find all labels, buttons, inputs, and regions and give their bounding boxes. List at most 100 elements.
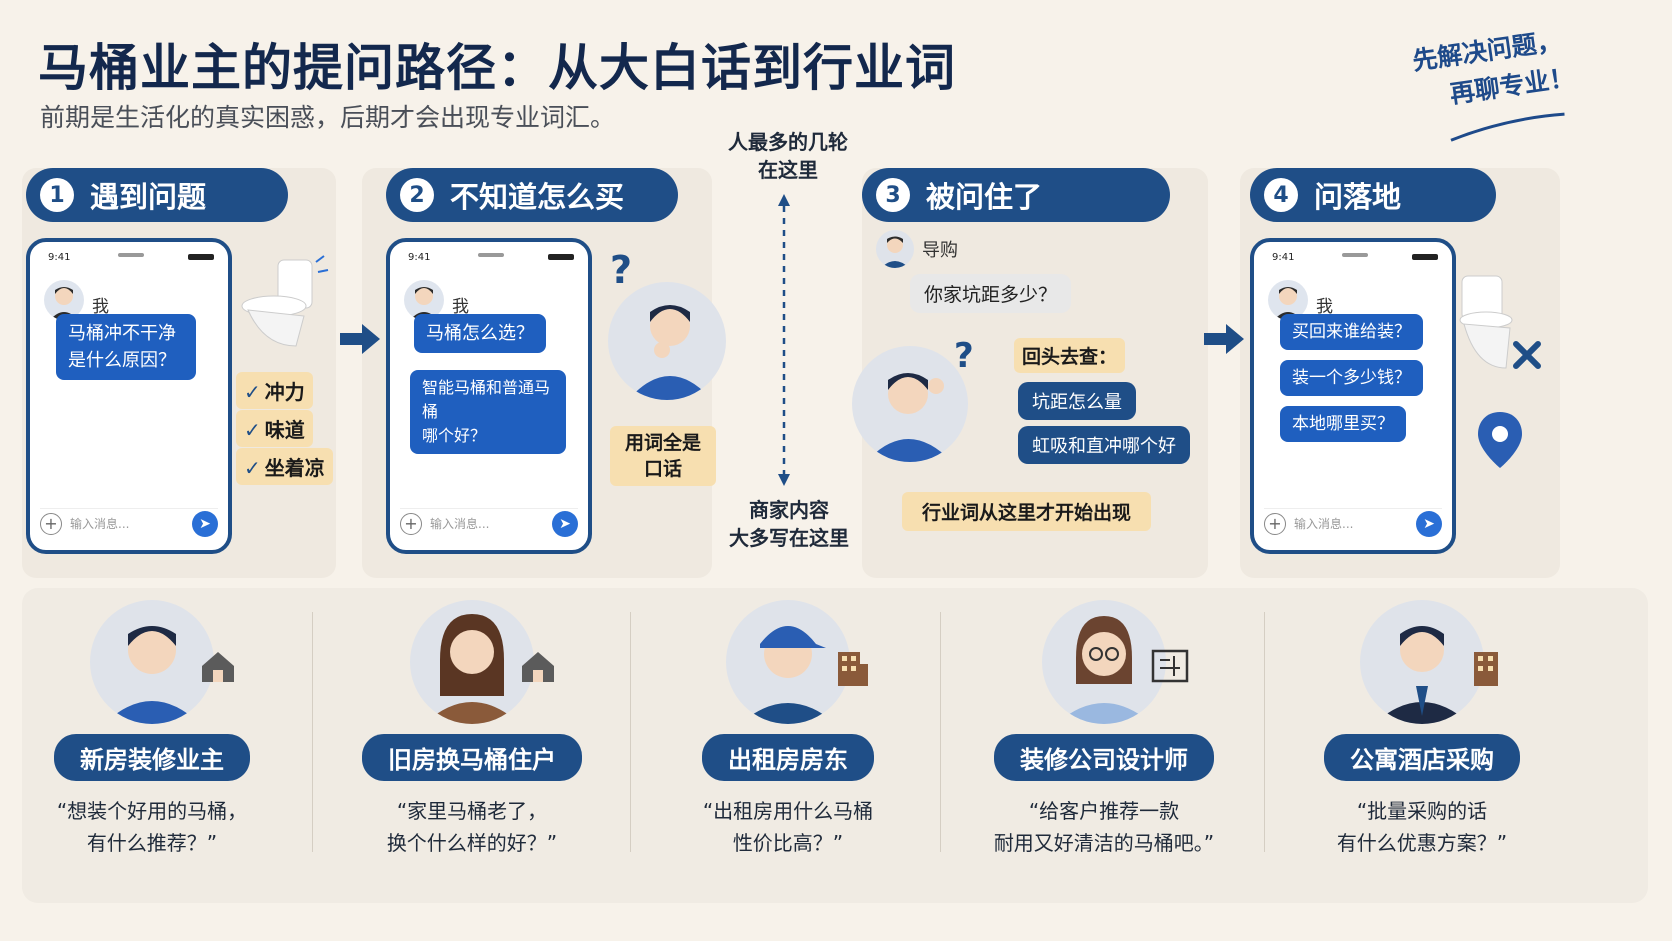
step2-question-bubble-2: 智能马桶和普通马桶 哪个好？	[410, 370, 566, 454]
check-icon: ✓	[244, 418, 261, 442]
persona-name: 新房装修业主	[54, 734, 250, 781]
persona-old-home-resident: 旧房换马桶住户 “家里马桶老了， 换个什么样的好？”	[322, 600, 622, 859]
question-mark-icon: ?	[610, 248, 633, 292]
send-icon[interactable]: ➤	[1416, 510, 1442, 537]
phone-time: 9:41	[48, 252, 71, 263]
building-icon	[838, 652, 868, 686]
persona-quote: “家里马桶老了， 换个什么样的好？”	[386, 799, 558, 855]
persona-quote: “给客户推荐一款 耐用又好清洁的马桶吧。”	[993, 799, 1215, 855]
step1-question-bubble: 马桶冲不干净 是什么原因？	[56, 314, 196, 380]
step4-question-bubble-2: 装一个多少钱？	[1280, 360, 1423, 396]
guide-name: 导购	[922, 240, 958, 261]
persona-name: 公寓酒店采购	[1324, 734, 1520, 781]
step4-label: 问落地	[1314, 180, 1402, 214]
divider	[940, 612, 941, 852]
page-title: 马桶业主的提问路径：从大白话到行业词	[38, 39, 956, 97]
step4-number: 4	[1264, 178, 1298, 212]
step1-tag-2: ✓味道	[236, 410, 313, 447]
step1-phone: 9:41 我 + 输入消息... ➤	[26, 238, 232, 554]
step2-label: 不知道怎么买	[450, 180, 625, 214]
step2-header: 2 不知道怎么买	[386, 168, 678, 222]
message-input-placeholder[interactable]: 输入消息...	[1294, 517, 1354, 531]
blueprint-icon	[1151, 649, 1189, 683]
step1-header: 1 遇到问题	[26, 168, 288, 222]
plus-icon[interactable]: +	[400, 512, 422, 535]
confused-man-illustration	[608, 282, 726, 400]
question-mark-icon: ?	[954, 336, 974, 376]
step3-number: 3	[876, 178, 910, 212]
user-name: 我	[92, 297, 109, 317]
slogan: 先解决问题， 再聊专业！	[1366, 16, 1619, 158]
house-icon	[522, 652, 554, 682]
location-pin-icon	[1478, 412, 1522, 468]
plus-icon[interactable]: +	[40, 512, 62, 535]
persona-name: 旧房换马桶住户	[362, 734, 582, 781]
phone-notch	[1342, 253, 1368, 257]
house-icon	[202, 652, 234, 682]
step1-question-line1: 马桶冲不干净	[68, 323, 176, 344]
message-input-placeholder[interactable]: 输入消息...	[430, 517, 490, 531]
term-pill-2: 虹吸和直冲哪个好	[1018, 426, 1190, 464]
user-name: 我	[452, 297, 469, 317]
check-icon: ✓	[244, 380, 261, 404]
persona-new-home-owner: 新房装修业主 “想装个好用的马桶， 有什么推荐？”	[2, 600, 302, 859]
plus-icon[interactable]: +	[1264, 512, 1286, 535]
signal-icon	[548, 254, 574, 260]
step4-question-bubble-3: 本地哪里买？	[1280, 406, 1406, 442]
message-input-bar[interactable]: + 输入消息... ➤	[1264, 508, 1442, 538]
toilet-icon	[1459, 275, 1541, 369]
phone-notch	[478, 253, 504, 257]
step1-tag-3: ✓坐着凉	[236, 448, 333, 485]
persona-avatar	[726, 600, 850, 724]
message-input-bar[interactable]: + 输入消息... ➤	[40, 508, 218, 538]
message-input-placeholder[interactable]: 输入消息...	[70, 517, 130, 531]
send-icon[interactable]: ➤	[192, 510, 218, 537]
double-arrow-icon	[778, 194, 790, 486]
check-icon: ✓	[244, 456, 261, 480]
step2-question-bubble-1: 马桶怎么选？	[414, 314, 546, 353]
divider	[312, 612, 313, 852]
persona-landlord: 出租房房东 “出租房用什么马桶 性价比高？”	[638, 600, 938, 859]
middle-bottom-label: 商家内容 大多写在这里	[729, 498, 849, 550]
persona-hotel-purchaser: 公寓酒店采购 “批量采购的话 有什么优惠方案？”	[1272, 600, 1572, 859]
persona-avatar	[1042, 600, 1166, 724]
message-input-bar[interactable]: + 输入消息... ➤	[400, 508, 578, 538]
step4-phone: 9:41 我 + 输入消息... ➤	[1250, 238, 1456, 554]
persona-quote: “出租房用什么马桶 性价比高？”	[702, 799, 874, 855]
persona-name: 装修公司设计师	[994, 734, 1214, 781]
signal-icon	[188, 254, 214, 260]
persona-quote: “想装个好用的马桶， 有什么推荐？”	[56, 799, 248, 855]
term-pill-1: 坑距怎么量	[1018, 382, 1136, 420]
arrow-right-icon	[340, 324, 380, 354]
lookup-label: 回头去查：	[1014, 338, 1126, 373]
send-icon[interactable]: ➤	[552, 510, 578, 537]
confused-man-illustration	[852, 346, 968, 462]
persona-avatar	[1360, 600, 1484, 724]
hotel-icon	[1474, 652, 1498, 686]
guide-avatar	[876, 230, 914, 268]
step2-note: 用词全是 口话	[610, 426, 716, 486]
step1-tag-1: ✓冲力	[236, 372, 313, 409]
phone-time: 9:41	[1272, 252, 1295, 263]
page-subtitle: 前期是生活化的真实困惑，后期才会出现专业词汇。	[40, 103, 616, 132]
arrow-right-icon	[1204, 324, 1244, 354]
slogan-underline	[1450, 112, 1565, 142]
guide-question-bubble: 你家坑距多少？	[910, 274, 1072, 313]
step3-header: 3 被问住了	[862, 168, 1170, 222]
divider	[630, 612, 631, 852]
divider	[1264, 612, 1265, 852]
persona-avatar	[410, 600, 534, 724]
persona-avatar	[90, 600, 214, 724]
phone-notch	[118, 253, 144, 257]
middle-top-label: 人最多的几轮 在这里	[728, 130, 848, 182]
signal-icon	[1412, 254, 1438, 260]
step4-question-bubble-1: 买回来谁给装？	[1280, 314, 1423, 350]
toilet-icon	[241, 255, 329, 347]
persona-decor-designer: 装修公司设计师 “给客户推荐一款 耐用又好清洁的马桶吧。”	[954, 600, 1254, 859]
step1-question-line2: 是什么原因？	[68, 350, 176, 371]
industry-note: 行业词从这里才开始出现	[902, 492, 1152, 531]
persona-quote: “批量采购的话 有什么优惠方案？”	[1336, 799, 1508, 855]
step4-header: 4 问落地	[1250, 168, 1496, 222]
step1-number: 1	[40, 178, 74, 212]
step3-label: 被问住了	[926, 180, 1043, 214]
